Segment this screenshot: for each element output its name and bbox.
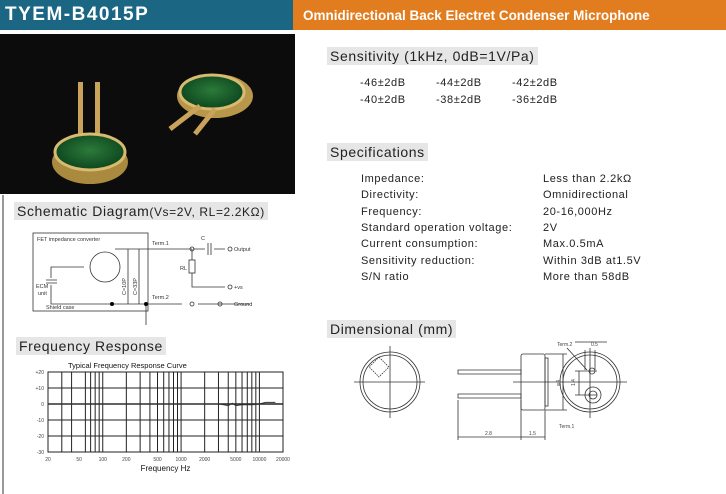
model-title: TYEM-B4015P bbox=[0, 0, 293, 30]
sensitivity-option: -40±2dB bbox=[360, 94, 406, 106]
x-tick-label: 100 bbox=[99, 457, 108, 463]
output-label: Output bbox=[234, 247, 251, 253]
y-tick-label: 0 bbox=[41, 402, 44, 408]
spec-label: Current consumption: bbox=[361, 238, 479, 251]
unit-label: unit bbox=[38, 291, 47, 297]
x-tick-label: 10000 bbox=[252, 457, 266, 463]
y-tick-label: +20 bbox=[36, 370, 45, 376]
spec-value: Max.0.5mA bbox=[543, 238, 605, 251]
chart-title: Typical Frequency Response Curve bbox=[68, 361, 187, 370]
spec-label: Directivity: bbox=[361, 189, 419, 202]
spec-label: Frequency: bbox=[361, 205, 423, 218]
sensitivity-option: -46±2dB bbox=[360, 77, 406, 89]
x-tick-label: 1000 bbox=[176, 457, 187, 463]
x-axis-label: Frequency Hz bbox=[141, 464, 191, 473]
product-photo bbox=[0, 34, 295, 194]
section-dimensional: Dimensional (mm) bbox=[327, 320, 457, 338]
dim-diameter: φ4 bbox=[556, 380, 562, 386]
spec-value: Omnidirectional bbox=[543, 189, 629, 202]
shield-label: Shield case bbox=[46, 305, 74, 311]
dim-body-length: 1.5 bbox=[529, 431, 536, 437]
vs-label: +vs bbox=[234, 285, 243, 291]
dim-pin-spacing: 1.4 bbox=[571, 379, 577, 386]
sensitivity-option: -42±2dB bbox=[512, 77, 558, 89]
y-tick-label: -10 bbox=[37, 418, 44, 424]
dim-pin-width: 0.5 bbox=[591, 342, 598, 348]
rl-label: RL bbox=[180, 266, 187, 272]
schematic-diagram: FET impedance converter Term.1 C Output … bbox=[32, 232, 252, 325]
spec-label: Impedance: bbox=[361, 173, 425, 185]
dim-term1: Term.1 bbox=[559, 424, 575, 430]
section-specifications: Specifications bbox=[327, 143, 428, 161]
schematic-conditions: (Vs=2V, RL=2.2KΩ) bbox=[149, 205, 265, 219]
term2-label: Term.2 bbox=[152, 295, 169, 301]
product-title: Omnidirectional Back Electret Condenser … bbox=[293, 0, 726, 30]
spec-value: Within 3dB at1.5V bbox=[543, 254, 642, 267]
spec-label: S/N ratio bbox=[361, 270, 410, 283]
section-schematic: Schematic Diagram(Vs=2V, RL=2.2KΩ) bbox=[14, 202, 268, 220]
y-tick-label: -20 bbox=[37, 434, 44, 440]
x-tick-label: 20000 bbox=[276, 457, 290, 463]
x-tick-label: 50 bbox=[76, 457, 82, 463]
sensitivity-option: -38±2dB bbox=[436, 94, 482, 106]
x-tick-label: 200 bbox=[122, 457, 131, 463]
sensitivity-option: -36±2dB bbox=[512, 94, 558, 106]
y-tick-label: -30 bbox=[37, 450, 44, 456]
cap-label: C bbox=[201, 236, 205, 242]
x-tick-label: 2000 bbox=[199, 457, 210, 463]
dim-pin-length: 2.8 bbox=[485, 431, 492, 437]
dimension-drawing: Term.2 0.5 1.4 φ4 Term.1 2.8 1.5 bbox=[354, 341, 627, 440]
spec-value: More than 58dB bbox=[543, 270, 630, 283]
x-tick-label: 20 bbox=[45, 457, 51, 463]
section-frequency: Frequency Response bbox=[16, 337, 166, 355]
x-tick-label: 500 bbox=[153, 457, 162, 463]
sensitivity-option: -44±2dB bbox=[436, 77, 482, 89]
section-sensitivity: Sensitivity (1kHz, 0dB=1V/Pa) bbox=[327, 47, 538, 65]
y-tick-label: +10 bbox=[36, 386, 45, 392]
ground-label: Ground bbox=[234, 302, 252, 308]
c1-label: C=10P bbox=[122, 278, 128, 295]
fet-label: FET impedance converter bbox=[37, 237, 100, 243]
divider bbox=[2, 195, 4, 494]
x-tick-label: 5000 bbox=[230, 457, 241, 463]
c2-label: C=33P bbox=[133, 278, 139, 295]
dim-term2: Term.2 bbox=[557, 342, 573, 348]
ecm-label: ECM bbox=[36, 284, 49, 290]
spec-label: Sensitivity reduction: bbox=[361, 254, 476, 267]
spec-value: 2V bbox=[543, 221, 558, 234]
spec-value: Less than 2.2kΩ bbox=[543, 173, 632, 185]
spec-label: Standard operation voltage: bbox=[361, 221, 513, 234]
term1-label: Term.1 bbox=[152, 241, 169, 247]
schematic-heading: Schematic Diagram bbox=[17, 203, 150, 219]
response-curve bbox=[48, 401, 276, 407]
spec-value: 20-16,000Hz bbox=[543, 205, 613, 218]
